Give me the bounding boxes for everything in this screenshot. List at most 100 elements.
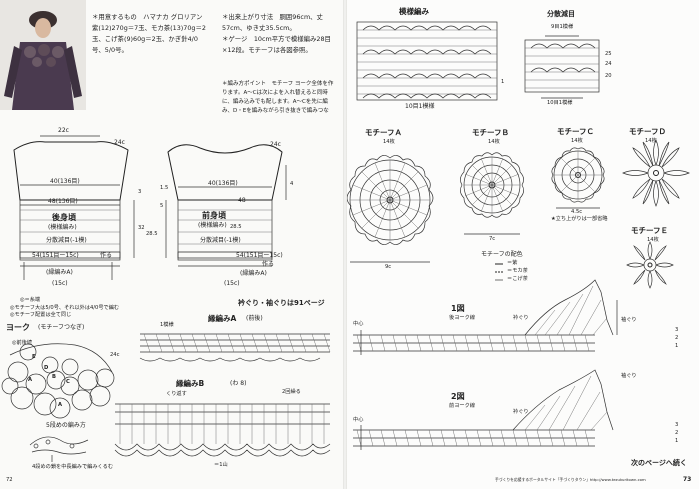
front-make: 作る — [262, 261, 275, 268]
decrease-bottom: 10目1模様 — [547, 100, 573, 106]
right-page-number: 73 — [683, 476, 692, 483]
figure-1-chart — [353, 279, 618, 355]
motif-c-title: モチーフＣ — [557, 127, 595, 136]
next-page-note: 次のページへ続く — [631, 459, 687, 467]
back-v32: 32 — [138, 225, 145, 231]
figure-2-row-3: 3 — [675, 422, 679, 428]
motif-b-title: モチーフＢ — [472, 128, 510, 137]
pattern-title: 模様編み — [399, 7, 429, 16]
figure-2-subtitle: 前ヨーク線 — [449, 403, 475, 409]
yoke-subtitle: (モチーフつなぎ) — [38, 324, 85, 331]
front-title: 前身頃 — [202, 211, 226, 220]
edge-a-title: 縁編みA — [208, 314, 237, 323]
motif-a-count: 14枚 — [383, 139, 395, 145]
figure-1-center: 中心 — [353, 321, 364, 327]
yoke-letter-d: D — [44, 365, 49, 371]
footer-portal: 手づくりを応援するポータルサイト「手づくりタウン」http://www.tezu… — [495, 477, 646, 482]
join-diagram — [29, 436, 89, 462]
right-page-drawings — [346, 21, 690, 450]
front-v4: 4 — [290, 181, 294, 187]
row-25: 25 — [605, 51, 612, 57]
back-make: 作る — [100, 252, 113, 259]
front-width-40: 40(136目) — [208, 180, 238, 187]
back-edge: (縁編みA) — [46, 269, 73, 276]
motif-b-width: 7c — [489, 236, 496, 242]
pattern-row-1: 1 — [501, 79, 505, 85]
edge-a-repeat: 1模様 — [160, 322, 174, 328]
front-v5: 5 — [160, 203, 164, 209]
edge-a-subtitle: (前後) — [246, 315, 263, 322]
front-v285: 28.5 — [230, 224, 242, 230]
figure-2-sleeve: 袖ぐり — [621, 373, 637, 379]
front-note: 分散減目(-1模) — [200, 237, 241, 244]
spine-gutter — [343, 0, 347, 489]
back-v285: 28.5 — [146, 231, 158, 237]
edge-b-repeat-2: 2回繰る — [282, 389, 301, 395]
figure-2-row-1: 1 — [675, 438, 679, 444]
figure-1-subtitle: 後ヨーク線 — [449, 315, 475, 321]
figure-1-row-3: 3 — [675, 327, 679, 333]
figure-1-row-2: 2 — [675, 335, 679, 341]
join-label: 5段めの編み方 — [46, 422, 86, 429]
edge-a-chart — [139, 333, 331, 362]
left-page-drawings — [0, 0, 331, 462]
materials-text: ＊用意するもの ハマナカ グロリアン 紫(12)270g＝7玉、モカ茶(13)7… — [92, 13, 206, 54]
figure-2-center: 中心 — [353, 417, 364, 423]
yoke-letter-a: A — [28, 377, 33, 383]
back-width-24: 24c — [114, 139, 125, 146]
front-width-24: 24c — [270, 141, 281, 148]
color-legend-swatches — [495, 263, 503, 281]
figure-1-neck: 衿ぐり — [513, 315, 529, 321]
back-width-40: 40(136目) — [50, 178, 80, 185]
colors-title: モチーフの配色 — [481, 251, 523, 258]
front-width-54: 54(151目ー15c) — [236, 252, 283, 259]
pattern-bottom: 10目1模様 — [405, 103, 435, 110]
front-body-schematic — [165, 144, 287, 267]
back-subtitle: (模様編み) — [48, 224, 77, 231]
motif-a-chart — [346, 155, 434, 263]
motif-a-width: 9c — [385, 264, 392, 270]
left-page: ＊用意するもの ハマナカ グロリアン 紫(12)270g＝7玉、モカ茶(13)7… — [0, 0, 345, 489]
size-text: ＊出来上がり寸法 胴囲96cm、丈57cm、ゆき丈35.5cm。 — [222, 13, 323, 32]
front-v15: 1.5 — [160, 185, 169, 191]
motif-e-title: モチーフＥ — [631, 226, 669, 235]
right-page: 模様編み 10目1模様 1 分散減目 9目1模様 10目1模様 25 24 20… — [345, 0, 699, 489]
front-width-15: (15c) — [224, 280, 240, 287]
front-width-48: 48 — [238, 197, 246, 204]
edge-b-chart — [114, 403, 331, 457]
figure-1-sleeve: 袖ぐり — [621, 317, 637, 323]
front-subtitle: (模様編み) — [198, 222, 227, 229]
motif-a-title: モチーフＡ — [365, 128, 403, 137]
decrease-chart — [524, 35, 600, 99]
yoke-letter-b: B — [52, 374, 56, 380]
yoke-motif-chain — [1, 343, 115, 419]
collar-note: 衿ぐり・袖ぐりは91ページ — [238, 299, 325, 307]
motif-e-chart — [626, 241, 674, 289]
yoke-start: ◎前後続 — [12, 340, 33, 346]
back-body-schematic — [13, 135, 135, 280]
yoke-letter-a2: A — [58, 402, 63, 408]
decrease-top: 9目1模様 — [551, 24, 574, 30]
motif-c-chart — [551, 147, 605, 209]
motif-c-width: 4.5c — [571, 209, 583, 215]
color-mocha: ＝モカ茶 — [507, 268, 528, 274]
figure-2-neck: 衿ぐり — [513, 409, 529, 415]
motif-d-title: モチーフＤ — [629, 127, 667, 136]
yoke-24c: 24c — [110, 352, 120, 358]
edge-b-unit: ＝1山 — [214, 462, 228, 468]
color-purple: ＝紫 — [507, 260, 518, 266]
model-photo — [0, 0, 86, 110]
decrease-title: 分散減目 — [547, 10, 575, 18]
pattern-chart — [356, 21, 498, 101]
motif-b-chart — [460, 152, 524, 235]
left-page-number: 72 — [6, 477, 13, 483]
gauge-text: ＊ゲージ 10cm平方で模様編み28目×12段。モチーフは各図参照。 — [222, 35, 331, 54]
legend-2: ◎モチーフ大は5/0号、それ以外は4/0号で編む — [10, 305, 120, 311]
back-width-15: (15c) — [52, 280, 68, 287]
points-text: ＊編み方ポイント モチーフ ヨーク全体を作ります。A〜Cは次によを入れ替えると同… — [222, 81, 334, 114]
instructions-text: ＊出来上がり寸法 胴囲96cm、丈57cm、ゆき丈35.5cm。 ＊ゲージ 10… — [222, 12, 334, 56]
motif-b-count: 14枚 — [488, 139, 500, 145]
back-width-22: 22c — [58, 127, 69, 134]
back-note: 分散減目(-1模) — [46, 237, 87, 244]
yoke-letter-c: C — [66, 379, 70, 385]
